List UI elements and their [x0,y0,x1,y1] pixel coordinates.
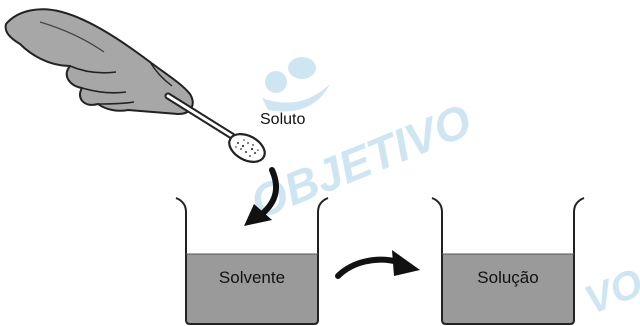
beaker-icon [175,197,329,325]
curved-arrow-icon [335,250,420,279]
watermark-logo-icon [262,57,330,112]
solution-label: Solução [477,268,538,287]
solute-grains [235,139,259,157]
solute-label: Soluto [260,111,305,128]
spoon-icon [164,92,266,163]
hand-icon [4,8,194,115]
solvent-label: Solvente [219,268,285,287]
curved-arrow-icon [244,167,280,226]
watermark-text-right: VO [579,260,640,322]
beaker-icon [431,197,585,325]
